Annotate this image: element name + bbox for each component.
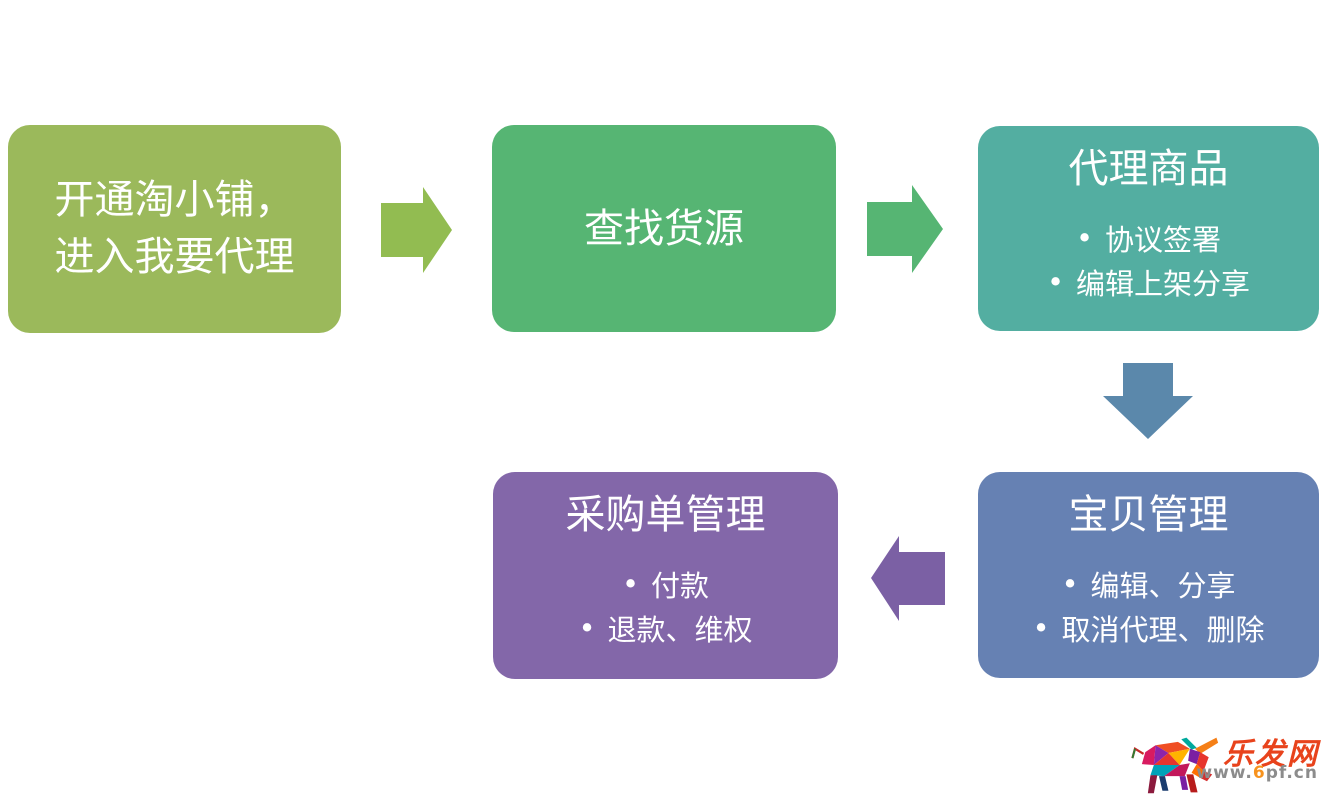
node-purchase-order-management: 采购单管理 • 付款 • 退款、维权 (493, 472, 838, 679)
bullet-text: 取消代理、删除 (1061, 613, 1265, 648)
bullet-dot: • (1075, 221, 1094, 255)
bullet-item: • 协议签署 (1047, 218, 1250, 262)
bullet-dot: • (1061, 567, 1079, 601)
watermark-url-www: www. (1196, 763, 1253, 783)
bull-logo-shapes (1131, 737, 1219, 794)
bull-logo-icon (1131, 737, 1219, 794)
bullet-text: 退款、维权 (607, 613, 753, 648)
watermark: 乐发网 www.6pf.cn (1126, 727, 1322, 797)
bullet-item: • 取消代理、删除 (1032, 608, 1264, 652)
node-title: 开通淘小铺， 进入我要代理 (55, 172, 295, 286)
node-title: 宝贝管理 (1068, 492, 1229, 538)
right-arrow-shape (867, 185, 943, 273)
bullet-dot: • (1032, 611, 1050, 646)
bullet-dot: • (1046, 265, 1065, 300)
node-title-line: 开通淘小铺， (54, 177, 295, 224)
watermark-url-rest: pf.cn (1265, 763, 1318, 783)
bullet-text: 协议签署 (1105, 223, 1222, 257)
bullet-dot: • (578, 611, 596, 646)
bullet-item: • 退款、维权 (578, 608, 752, 652)
node-title: 代理商品 (1068, 146, 1229, 192)
node-title: 采购单管理 (565, 492, 766, 538)
node-title: 查找货源 (584, 205, 744, 252)
watermark-brand: 乐发网 (1223, 737, 1319, 772)
down-arrow-shape (1103, 363, 1193, 439)
bullet-item: • 编辑、分享 (1032, 564, 1264, 608)
watermark-url: www.6pf.cn (1196, 763, 1318, 783)
node-agent-products: 代理商品 • 协议签署 • 编辑上架分享 (978, 126, 1319, 331)
node-open-taoxiaopu: 开通淘小铺， 进入我要代理 (8, 125, 341, 333)
bullet-item: • 付款 (578, 564, 752, 608)
left-arrow-icon (871, 536, 945, 621)
bullet-list: • 协议签署 • 编辑上架分享 (1047, 218, 1250, 306)
bullet-list: • 付款 • 退款、维权 (578, 564, 752, 652)
node-title-line: 进入我要代理 (54, 234, 295, 280)
node-item-management: 宝贝管理 • 编辑、分享 • 取消代理、删除 (978, 472, 1319, 678)
left-arrow-shape (871, 536, 945, 621)
bullet-text: 编辑上架分享 (1076, 267, 1251, 302)
watermark-url-six: 6 (1252, 763, 1266, 783)
right-arrow-shape (381, 187, 452, 273)
bullet-item: • 编辑上架分享 (1047, 262, 1250, 306)
bullet-text: 编辑、分享 (1090, 569, 1236, 603)
node-find-supply: 查找货源 (492, 125, 836, 332)
bullet-list: • 编辑、分享 • 取消代理、删除 (1032, 564, 1264, 652)
right-arrow-icon (381, 187, 452, 273)
down-arrow-icon (1103, 363, 1193, 439)
bullet-dot: • (621, 567, 640, 601)
bullet-text: 付款 (651, 569, 710, 603)
right-arrow-icon (867, 185, 943, 273)
